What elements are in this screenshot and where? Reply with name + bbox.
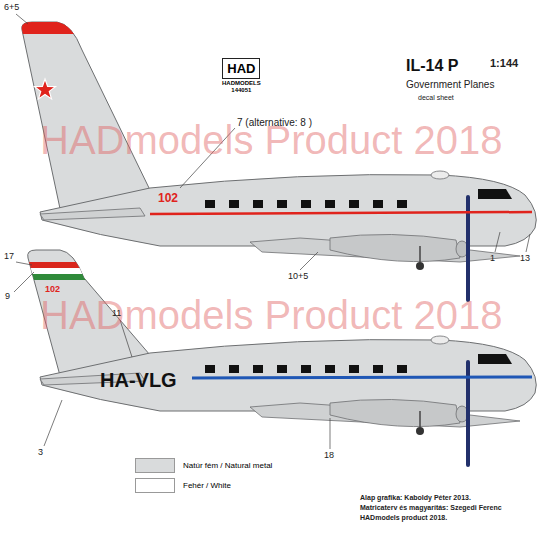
- callout-number: 10+5: [288, 272, 308, 281]
- callout-number: 9: [5, 292, 10, 301]
- decal-number: 102: [45, 285, 60, 294]
- logo-text: HAD: [222, 58, 260, 79]
- callout-number: 6+5: [4, 3, 19, 12]
- callout-number: 7 (alternative: 8 ): [237, 118, 312, 128]
- legend-swatch: [135, 458, 175, 473]
- registration: HA-VLG: [100, 370, 177, 390]
- decal-number: 102: [158, 192, 178, 204]
- callout-number: 17: [4, 252, 14, 261]
- subtitle: Government Planes: [406, 80, 494, 90]
- logo-caption: HADMODELS: [222, 80, 261, 86]
- logo-box: HADHADMODELS144051: [222, 58, 261, 93]
- callout-number: 3: [38, 448, 43, 457]
- legend-entry: Natúr fém / Natural metal: [135, 458, 272, 473]
- subtitle: decal sheet: [418, 94, 454, 101]
- callout-number: 13: [520, 254, 530, 263]
- sheet-title: IL-14 P: [406, 58, 458, 74]
- callout-number: 1: [490, 254, 495, 263]
- credit-note: HADmodels product 2018.: [360, 514, 447, 521]
- logo-caption: 144051: [222, 87, 261, 93]
- credit-note: Alap grafika: Kaboldy Péter 2013.: [360, 494, 471, 501]
- scale-label: 1:144: [490, 58, 518, 69]
- callout-number: 11: [112, 309, 121, 318]
- watermark: HADmodels Product 2018: [40, 295, 502, 335]
- legend-text: Natúr fém / Natural metal: [183, 461, 272, 470]
- legend-entry: Fehér / White: [135, 478, 231, 493]
- legend-swatch: [135, 478, 175, 493]
- legend-text: Fehér / White: [183, 481, 231, 490]
- credit-note: Matricaterv és magyarítás: Szegedi Feren…: [360, 504, 502, 511]
- callout-number: 18: [324, 451, 334, 460]
